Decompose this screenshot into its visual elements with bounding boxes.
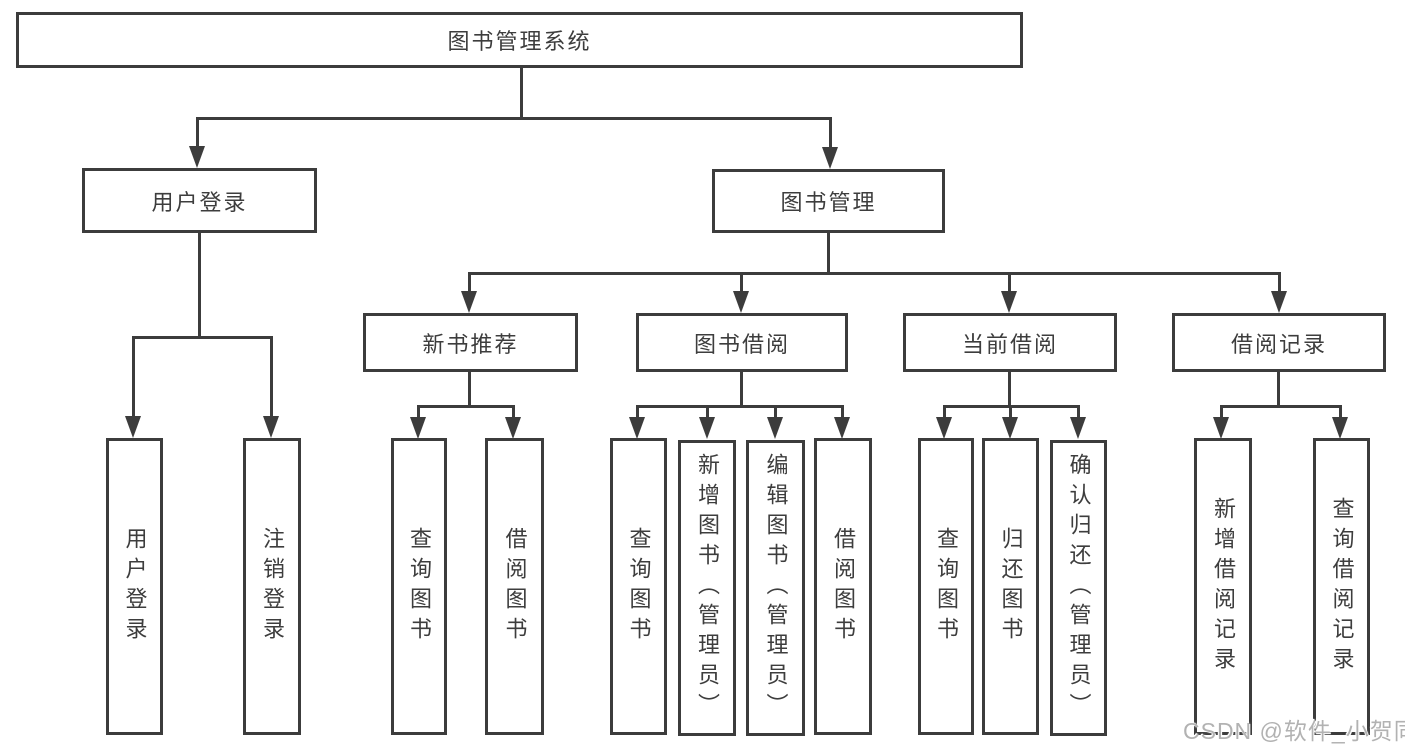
node-root-label: 图书管理系统 [447, 29, 592, 54]
leaf-logout-label: 注销登录 [260, 526, 285, 647]
connector-stem-nbr-search [417, 405, 420, 419]
arrow-head-nbr-borrow [505, 417, 521, 439]
node-root: 图书管理系统 [16, 12, 1023, 68]
watermark: CSDN @软件_小贺同学 [1183, 718, 1405, 744]
connector-new-book-rec-trunk [468, 371, 471, 408]
node-book-borrow-label: 图书借阅 [693, 331, 790, 357]
connector-current-borrow-trunk [1008, 371, 1011, 408]
leaf-logout: 注销登录 [243, 438, 301, 735]
connector-stem-book-mgmt [829, 117, 832, 147]
arrow-head-leaf-user-login [125, 416, 141, 438]
arrow-head-borrow-records [1271, 291, 1287, 313]
connector-stem-br-add [1220, 405, 1223, 419]
arrow-head-leaf-logout [263, 416, 279, 438]
node-current-borrow-label: 当前借阅 [961, 331, 1058, 357]
leaf-cb-confirm-return-admin-label: 确认归还（管理员） [1066, 453, 1092, 723]
node-borrow-records: 借阅记录 [1172, 313, 1386, 372]
connector-stem-bb-search [636, 405, 639, 419]
arrow-head-bb-search [629, 417, 645, 439]
connector-new-book-rec-rail [417, 405, 515, 408]
arrow-head-cb-confirm [1070, 417, 1086, 439]
arrow-head-book-borrow [733, 291, 749, 313]
node-borrow-records-label: 借阅记录 [1230, 331, 1327, 357]
connector-root-trunk [520, 68, 523, 120]
leaf-br-search-record-label: 查询借阅记录 [1329, 496, 1355, 677]
arrow-head-cb-return [1002, 417, 1018, 439]
connector-stem-nbr-borrow [512, 405, 515, 419]
leaf-cb-search-books-label: 查询图书 [934, 526, 959, 647]
node-new-book-rec-label: 新书推荐 [422, 331, 519, 357]
leaf-cb-return-books: 归还图书 [982, 438, 1039, 735]
leaf-bb-borrow-books-label: 借阅图书 [831, 526, 856, 647]
connector-stem-br-search [1339, 405, 1342, 419]
arrow-head-new-book-rec [461, 291, 477, 313]
connector-stem-new-book-rec [468, 272, 471, 292]
node-book-borrow: 图书借阅 [636, 313, 848, 372]
connector-book-borrow-rail [636, 405, 844, 408]
connector-stem-bb-borrow [841, 405, 844, 419]
leaf-bb-add-books-admin-label: 新增图书（管理员） [695, 453, 720, 723]
arrow-head-bb-add [699, 417, 715, 439]
leaf-br-add-record-label: 新增借阅记录 [1211, 496, 1236, 677]
leaf-user-login-label: 用户登录 [122, 526, 148, 647]
node-book-mgmt-label: 图书管理 [780, 190, 877, 215]
connector-book-mgmt-trunk [827, 233, 830, 275]
leaf-nbr-borrow-books: 借阅图书 [485, 438, 544, 735]
node-user-login-label: 用户登录 [151, 189, 248, 215]
arrow-head-current-borrow [1001, 291, 1017, 313]
connector-stem-current-borrow [1008, 272, 1011, 292]
arrow-head-cb-search [936, 417, 952, 439]
arrow-head-br-search [1332, 417, 1348, 439]
leaf-bb-edit-books-admin-label: 编辑图书（管理员） [763, 453, 789, 723]
connector-stem-cb-search [943, 405, 946, 419]
leaf-cb-return-books-label: 归还图书 [998, 526, 1024, 647]
connector-book-borrow-trunk [740, 371, 743, 408]
connector-stem-book-borrow [740, 272, 743, 292]
connector-borrow-records-trunk [1277, 371, 1280, 408]
connector-stem-cb-return [1009, 405, 1012, 419]
connector-stem-cb-confirm [1077, 405, 1080, 419]
node-current-borrow: 当前借阅 [903, 313, 1117, 372]
connector-level2-rail [196, 117, 832, 120]
node-user-login: 用户登录 [82, 168, 317, 233]
leaf-bb-add-books-admin: 新增图书（管理员） [678, 440, 736, 736]
leaf-bb-search-books-label: 查询图书 [626, 526, 652, 647]
node-new-book-rec: 新书推荐 [363, 313, 578, 372]
connector-level3-rail [468, 272, 1281, 275]
leaf-br-search-record: 查询借阅记录 [1313, 438, 1370, 735]
connector-stem-bb-add [706, 405, 709, 419]
connector-stem-borrow-records [1278, 272, 1281, 292]
leaf-nbr-search-books-label: 查询图书 [407, 526, 432, 647]
connector-user-login-rail [132, 336, 273, 339]
leaf-br-add-record: 新增借阅记录 [1194, 438, 1252, 735]
arrow-head-user-login [189, 146, 205, 168]
leaf-nbr-borrow-books-label: 借阅图书 [502, 526, 528, 647]
connector-stem-bb-edit [774, 405, 777, 419]
arrow-head-bb-edit [767, 417, 783, 439]
connector-borrow-records-rail [1220, 405, 1342, 408]
leaf-cb-search-books: 查询图书 [918, 438, 974, 735]
arrow-head-br-add [1213, 417, 1229, 439]
arrow-head-book-mgmt [822, 147, 838, 169]
leaf-nbr-search-books: 查询图书 [391, 438, 447, 735]
connector-stem-leaf-logout [270, 336, 273, 417]
node-book-mgmt: 图书管理 [712, 169, 945, 233]
connector-stem-leaf-user-login [132, 336, 135, 417]
arrow-head-nbr-search [410, 417, 426, 439]
leaf-bb-borrow-books: 借阅图书 [814, 438, 872, 735]
leaf-bb-edit-books-admin: 编辑图书（管理员） [746, 440, 805, 736]
arrow-head-bb-borrow [834, 417, 850, 439]
connector-user-login-trunk [198, 233, 201, 338]
connector-stem-user-login [196, 117, 199, 147]
leaf-bb-search-books: 查询图书 [610, 438, 667, 735]
leaf-cb-confirm-return-admin: 确认归还（管理员） [1050, 440, 1107, 736]
leaf-user-login: 用户登录 [106, 438, 163, 735]
